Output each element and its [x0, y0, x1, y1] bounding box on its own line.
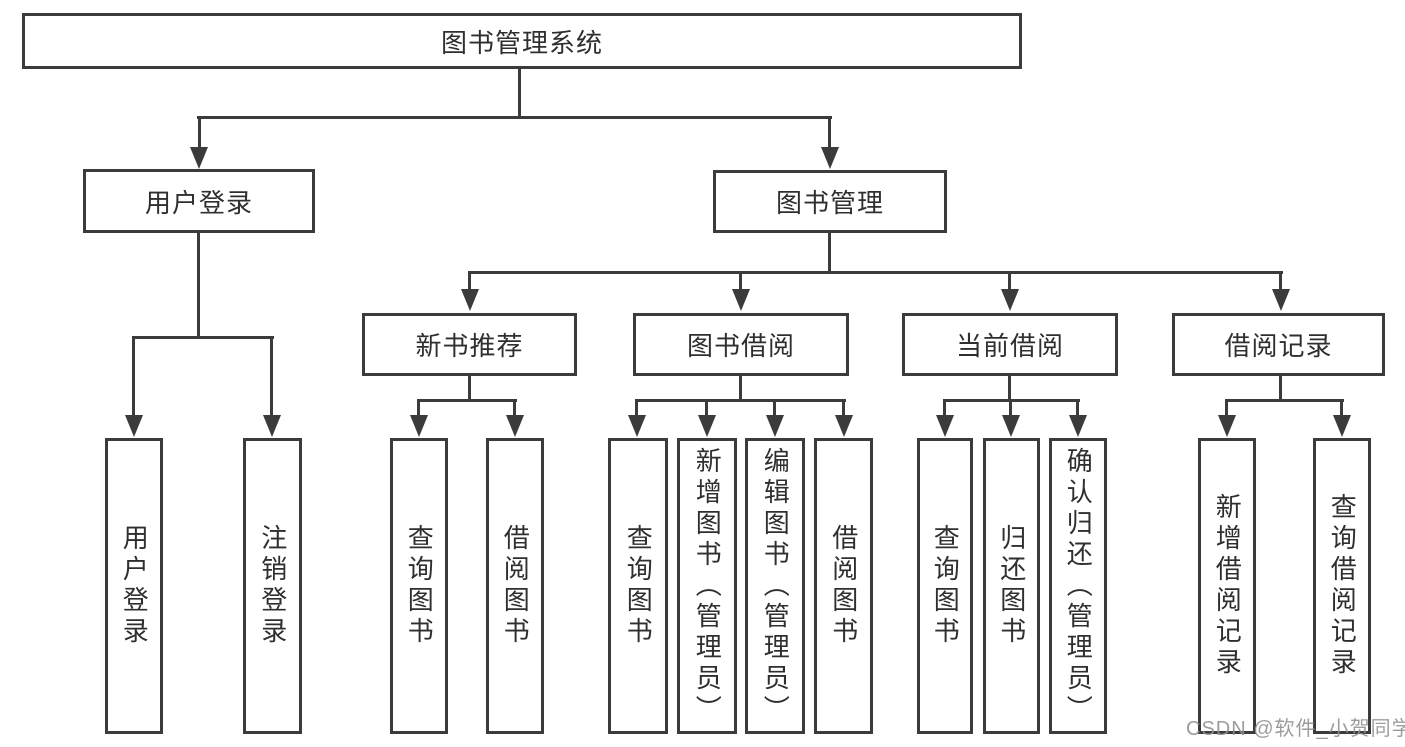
connector-bookmgmt-bar [468, 271, 1283, 274]
connector-drop [1279, 271, 1282, 291]
leaf-return-books-label: 归还图书 [996, 524, 1027, 648]
connector-drop [1225, 399, 1228, 417]
connector-bookmgmt-drop [828, 116, 831, 149]
leaf-borrow-books: 借阅图书 [814, 438, 873, 734]
arrow-down-icon [1002, 415, 1020, 437]
connector-bar [1225, 399, 1344, 402]
connector-root-stem [518, 69, 521, 119]
node-root: 图书管理系统 [22, 13, 1022, 69]
connector-drop [842, 399, 845, 417]
leaf-edit-books-label: 编辑图书（管理员） [760, 446, 791, 726]
leaf-borrow-books-rec-label: 借阅图书 [500, 524, 531, 648]
connector-stem [1008, 376, 1011, 402]
node-book-borrow: 图书借阅 [633, 313, 849, 376]
leaf-user-login-label: 用户登录 [119, 524, 150, 648]
arrow-down-icon [835, 415, 853, 437]
connector-userlogin-stem [197, 233, 200, 339]
leaf-query-books-current-label: 查询图书 [930, 524, 961, 648]
arrow-down-icon [125, 415, 143, 437]
leaf-logout: 注销登录 [243, 438, 302, 734]
leaf-query-borrow-record-label: 查询借阅记录 [1327, 493, 1358, 679]
connector-drop [132, 336, 135, 417]
node-borrow-records: 借阅记录 [1172, 313, 1385, 376]
leaf-confirm-return-label: 确认归还（管理员） [1063, 446, 1094, 726]
leaf-query-books-current: 查询图书 [917, 438, 973, 734]
arrow-down-icon [190, 147, 208, 169]
connector-drop [635, 399, 638, 417]
leaf-confirm-return: 确认归还（管理员） [1049, 438, 1107, 734]
connector-bookmgmt-stem [828, 233, 831, 274]
connector-root-bar [197, 116, 832, 119]
leaf-query-books-rec-label: 查询图书 [404, 524, 435, 648]
leaf-query-books-rec: 查询图书 [390, 438, 448, 734]
connector-drop [1076, 399, 1079, 417]
leaf-user-login: 用户登录 [105, 438, 163, 734]
connector-bar [635, 399, 846, 402]
leaf-borrow-books-rec: 借阅图书 [486, 438, 544, 734]
leaf-add-books: 新增图书（管理员） [677, 438, 737, 734]
node-borrow-records-label: 借阅记录 [1224, 331, 1333, 361]
connector-drop [705, 399, 708, 417]
connector-drop [513, 399, 516, 417]
leaf-add-books-label: 新增图书（管理员） [692, 446, 723, 726]
leaf-borrow-books-label: 借阅图书 [828, 524, 859, 648]
node-current-borrow-label: 当前借阅 [955, 331, 1064, 361]
connector-drop [943, 399, 946, 417]
arrow-down-icon [1272, 289, 1290, 311]
connector-userlogin-bar [132, 336, 274, 339]
connector-drop [417, 399, 420, 417]
leaf-query-borrow-record: 查询借阅记录 [1313, 438, 1371, 734]
connector-userlogin-drop [198, 116, 201, 149]
connector-stem [468, 376, 471, 402]
arrow-down-icon [821, 147, 839, 169]
arrow-down-icon [628, 415, 646, 437]
arrow-down-icon [1069, 415, 1087, 437]
arrow-down-icon [732, 289, 750, 311]
arrow-down-icon [461, 289, 479, 311]
connector-drop [1009, 399, 1012, 417]
connector-stem [739, 376, 742, 402]
connector-bar [417, 399, 517, 402]
leaf-return-books: 归还图书 [983, 438, 1040, 734]
arrow-down-icon [1333, 415, 1351, 437]
leaf-query-books-borrow-label: 查询图书 [623, 524, 654, 648]
arrow-down-icon [263, 415, 281, 437]
csdn-watermark: CSDN @软件_小贺同学 [1186, 718, 1405, 740]
connector-drop [1008, 271, 1011, 291]
arrow-down-icon [936, 415, 954, 437]
arrow-down-icon [410, 415, 428, 437]
leaf-query-books-borrow: 查询图书 [608, 438, 668, 734]
connector-drop [773, 399, 776, 417]
leaf-add-borrow-record-label: 新增借阅记录 [1212, 493, 1243, 679]
leaf-add-borrow-record: 新增借阅记录 [1198, 438, 1256, 734]
node-user-login: 用户登录 [83, 169, 315, 233]
node-new-book-rec-label: 新书推荐 [415, 331, 524, 361]
connector-drop [1340, 399, 1343, 417]
leaf-edit-books: 编辑图书（管理员） [745, 438, 805, 734]
node-book-mgmt-label: 图书管理 [775, 188, 884, 218]
node-current-borrow: 当前借阅 [902, 313, 1118, 376]
node-book-borrow-label: 图书借阅 [686, 331, 795, 361]
connector-drop [739, 271, 742, 291]
connector-stem [1279, 376, 1282, 402]
arrow-down-icon [506, 415, 524, 437]
connector-drop [468, 271, 471, 291]
node-user-login-label: 用户登录 [144, 187, 253, 218]
node-book-mgmt: 图书管理 [713, 170, 947, 233]
connector-drop [270, 336, 273, 417]
arrow-down-icon [1218, 415, 1236, 437]
node-new-book-rec: 新书推荐 [362, 313, 577, 376]
node-root-label: 图书管理系统 [440, 27, 603, 58]
arrow-down-icon [766, 415, 784, 437]
leaf-logout-label: 注销登录 [257, 524, 288, 648]
arrow-down-icon [698, 415, 716, 437]
arrow-down-icon [1001, 289, 1019, 311]
